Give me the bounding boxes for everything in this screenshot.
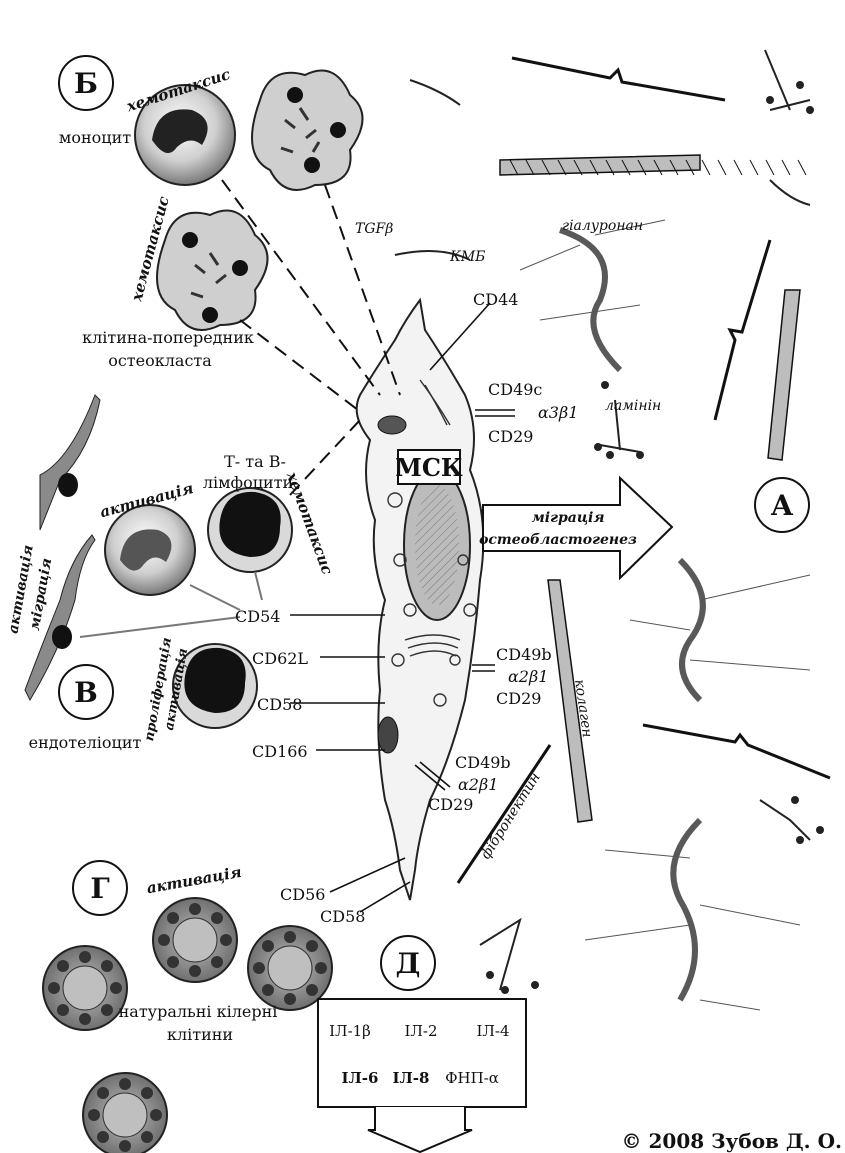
cd56-label: CD56 (280, 885, 325, 904)
laminin-label: ламінін (605, 398, 661, 414)
il-4: ІЛ-4 (476, 1022, 509, 1040)
osteoclast-precursor: хемотаксис клітина-попередник остеокласт… (82, 194, 267, 370)
svg-text:Д: Д (396, 947, 421, 980)
osteoclast-label-2: остеокласта (108, 351, 212, 370)
monocyte-label: моноцит (59, 128, 131, 147)
cd29-label-1: CD29 (488, 427, 533, 446)
nk-label-1: натуральні кілерні (119, 1002, 278, 1021)
svg-text:Г: Г (90, 872, 109, 905)
cd49b-label-2: CD49b (455, 753, 511, 772)
marker-v: В (59, 665, 113, 719)
a3b1-label: α3β1 (538, 403, 578, 422)
nk-cell (83, 1073, 167, 1153)
nk-cell (248, 926, 332, 1010)
collagen-fiber (500, 155, 800, 822)
kmb-label: КМБ (449, 249, 485, 265)
marker-a: А (755, 478, 809, 532)
marker-g: Г (73, 861, 127, 915)
lymphocyte-label-2: лімфоцити (203, 473, 293, 492)
cd58-label-1: CD58 (257, 695, 302, 714)
lymphocyte: Т- та В- лімфоцити хемотаксис (203, 452, 337, 577)
cd58-label-2: CD58 (320, 907, 365, 926)
cytokine-box: ІЛ-1β ІЛ-2 ІЛ-4 ІЛ-6 ІЛ-8 ФНП-α (318, 999, 526, 1152)
il-6: ІЛ-6 (342, 1069, 379, 1087)
cd49c-label: CD49c (488, 380, 542, 399)
lymphocyte-label-1: Т- та В- (224, 452, 286, 471)
proliferating-lymphocyte: проліферація активація (142, 636, 257, 742)
a2b1-label-2: α2β1 (458, 775, 498, 794)
cd49b-label-1: CD49b (496, 645, 552, 664)
nk-cell (43, 946, 127, 1030)
cd62l-label: CD62L (252, 649, 308, 668)
il-1b: ІЛ-1β (329, 1022, 371, 1040)
svg-text:В: В (74, 676, 98, 709)
msc-label: МСК (395, 453, 463, 482)
arrow-line2: остеобластогенез (479, 532, 637, 548)
cd29-label-3: CD29 (428, 795, 473, 814)
nk-label-2: клітини (167, 1025, 233, 1044)
il-2: ІЛ-2 (404, 1022, 437, 1040)
cd29-label-2: CD29 (496, 689, 541, 708)
nk-activation: активація (145, 863, 243, 897)
svg-text:Б: Б (74, 67, 98, 100)
copyright: © 2008 Зубов Д. О. (622, 1129, 842, 1153)
migration-arrow: міграція остеобластогенез (479, 478, 672, 578)
tnf-alpha: ФНП-α (445, 1069, 499, 1087)
hyaluronan-label: гіалуронан (562, 218, 643, 234)
osteoclast-label-1: клітина-попередник (82, 328, 254, 347)
nk-cell (153, 898, 237, 982)
marker-b: Б (59, 56, 113, 110)
a2b1-label-1: α2β1 (508, 667, 548, 686)
activated-monocyte: активація (98, 479, 195, 595)
cd166-label: CD166 (252, 742, 308, 761)
endothelium-label: ендотеліоцит (29, 733, 142, 752)
svg-text:А: А (771, 489, 794, 522)
arrow-line1: міграція (531, 510, 604, 526)
cd44-label: CD44 (473, 290, 518, 309)
osteoclast-precursor-top (252, 71, 363, 191)
marker-d: Д (381, 936, 435, 990)
cd54-label: CD54 (235, 607, 280, 626)
tgf-label: TGFβ (355, 221, 393, 237)
il-8: ІЛ-8 (393, 1069, 430, 1087)
